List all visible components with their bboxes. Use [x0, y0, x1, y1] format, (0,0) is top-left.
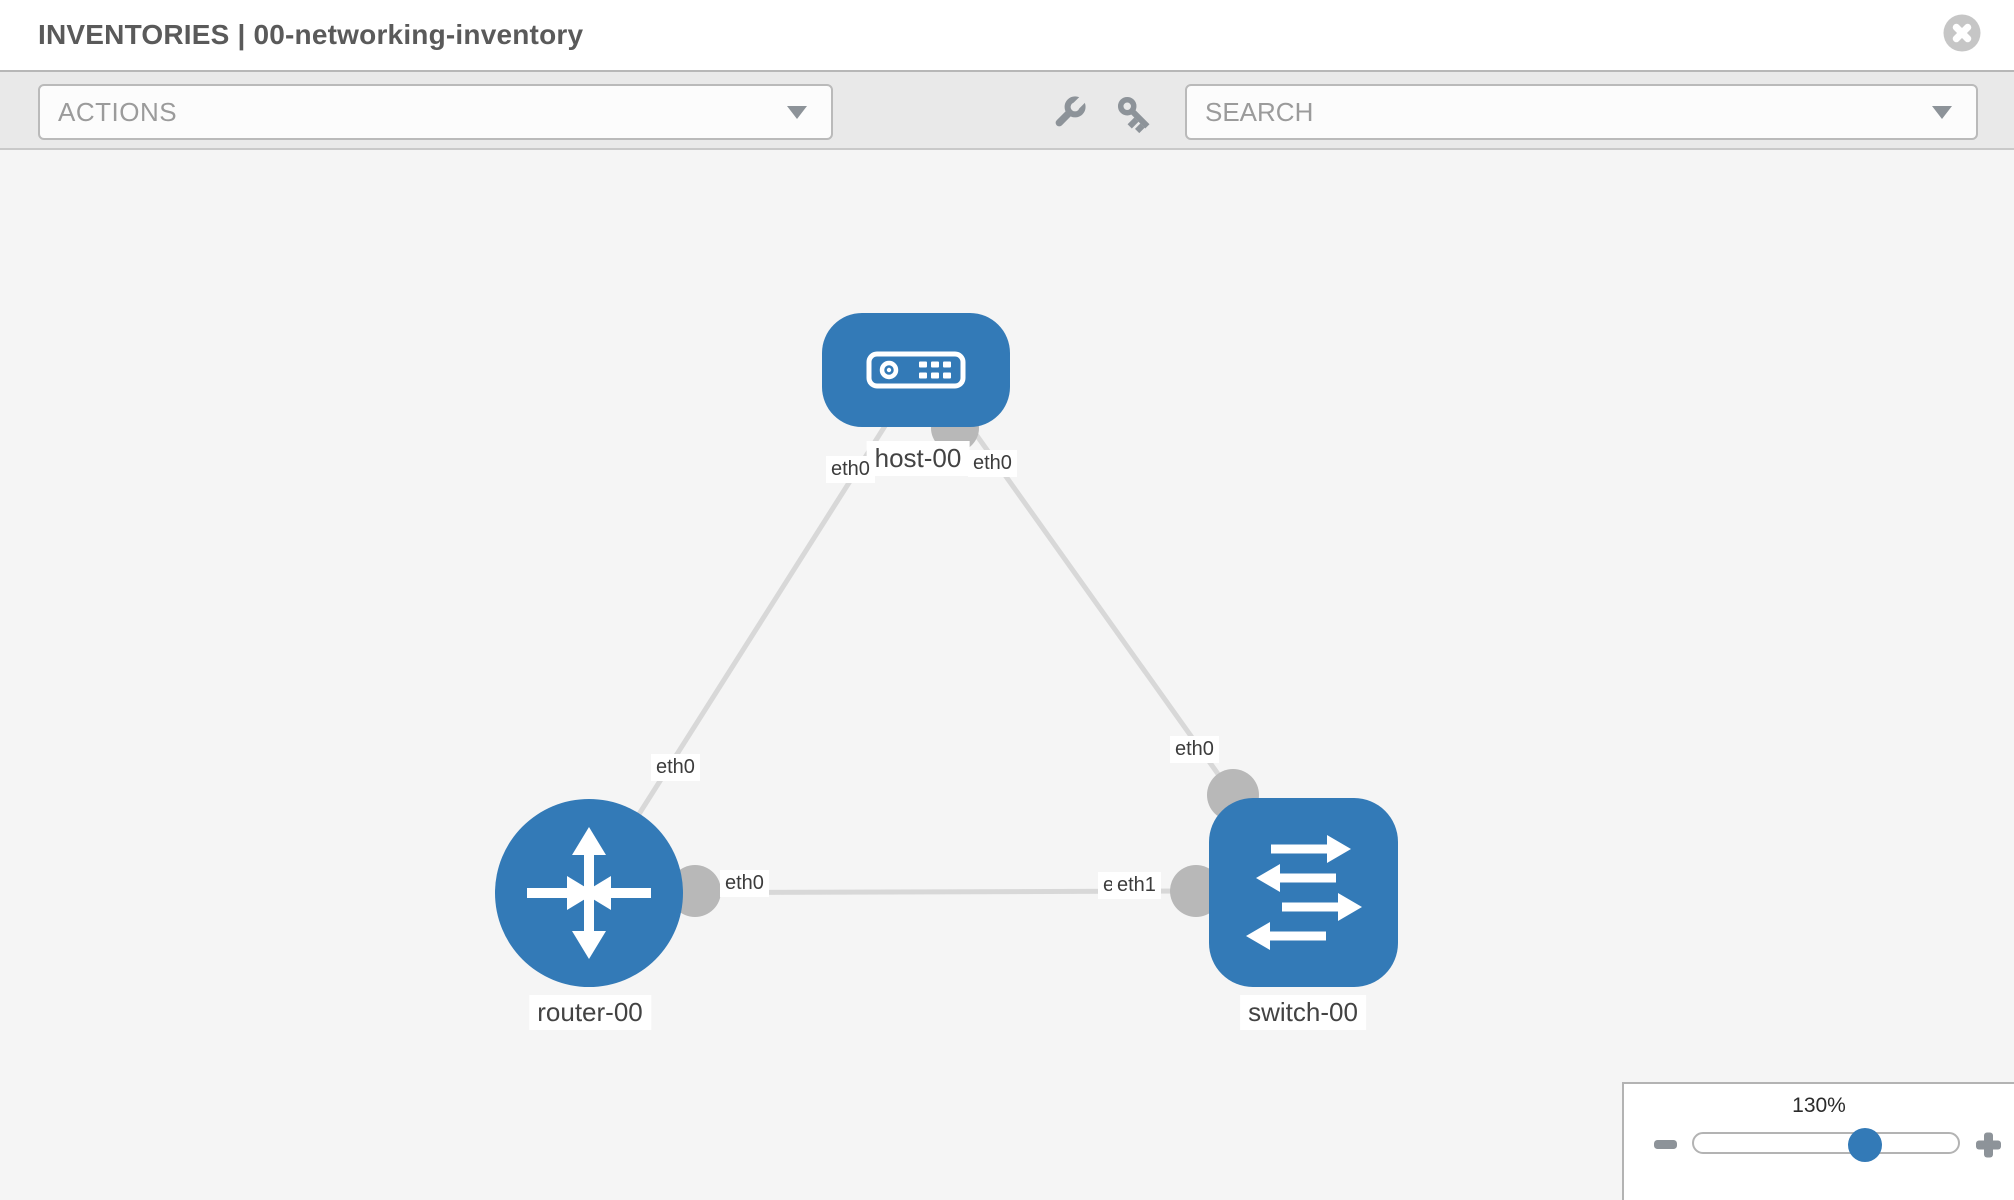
close-button[interactable]: [1943, 14, 1981, 52]
plus-icon: [1976, 1132, 2001, 1158]
port-label-switch-left-over: eth1: [1112, 872, 1161, 899]
zoom-slider-handle[interactable]: [1848, 1128, 1882, 1162]
topology-links: [586, 375, 1236, 896]
credentials-button[interactable]: [1113, 92, 1157, 136]
wrench-icon: [1055, 96, 1086, 127]
zoom-slider-track[interactable]: [1692, 1132, 1960, 1154]
port-label-router-port: eth0: [720, 870, 769, 897]
port-label-switch-top: eth0: [1170, 736, 1219, 763]
router-icon: [527, 827, 651, 959]
port-label-host-left: eth0: [826, 456, 875, 483]
close-icon: [1943, 14, 1981, 52]
actions-dropdown[interactable]: ACTIONS: [38, 84, 833, 140]
node-router[interactable]: [495, 799, 683, 987]
zoom-level: 130%: [1792, 1094, 1846, 1117]
zoom-panel: 130%: [1622, 1082, 2014, 1200]
key-icon: [1117, 96, 1150, 134]
topology-canvas[interactable]: host-00 router-00 switch-00 eth0 eth0 et…: [0, 150, 2014, 1200]
node-label-host: host-00: [866, 441, 970, 476]
search-chevron-down-icon: [1932, 105, 1952, 119]
zoom-in-button[interactable]: [1966, 1123, 2010, 1167]
node-label-router: router-00: [529, 995, 651, 1030]
node-label-switch: switch-00: [1240, 995, 1366, 1030]
chevron-down-icon: [787, 105, 807, 119]
search-box: [1185, 84, 1978, 140]
minus-icon: [1654, 1140, 1677, 1149]
port-label-host-right: eth0: [968, 450, 1017, 477]
adhoc-command-button[interactable]: [1046, 92, 1090, 136]
zoom-out-button[interactable]: [1643, 1123, 1687, 1167]
host-icon: [866, 351, 966, 389]
actions-dropdown-label: ACTIONS: [58, 96, 178, 127]
port-label-link-near-router: eth0: [651, 754, 700, 781]
toolbar: ACTIONS: [0, 70, 2014, 150]
switch-icon: [1246, 835, 1362, 950]
page-title: INVENTORIES | 00-networking-inventory: [38, 19, 584, 50]
node-host[interactable]: [822, 313, 1010, 427]
node-switch[interactable]: [1209, 798, 1398, 987]
header: INVENTORIES | 00-networking-inventory: [0, 0, 2014, 70]
search-input[interactable]: [1205, 96, 1932, 128]
